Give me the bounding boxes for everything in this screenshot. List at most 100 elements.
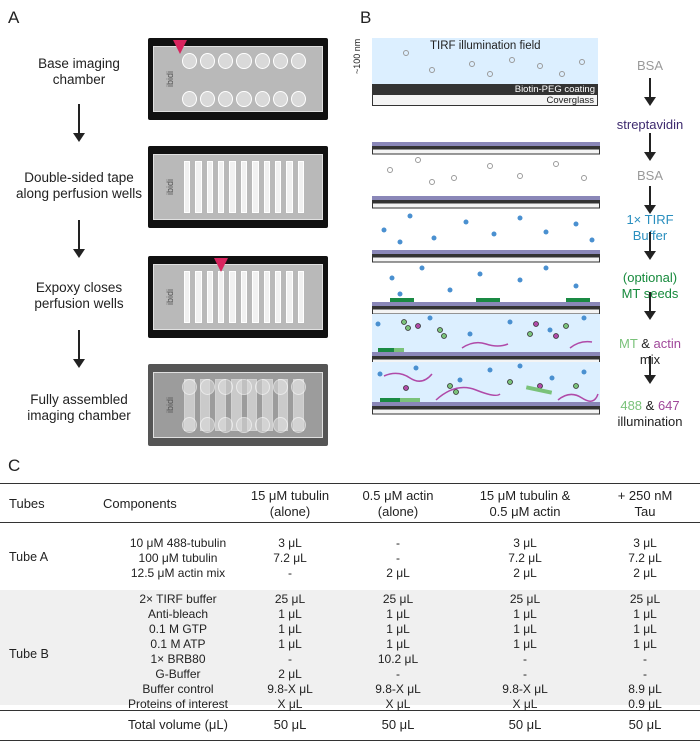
buffer-molecule bbox=[581, 315, 587, 321]
microtubule bbox=[525, 385, 553, 395]
arrow-down-icon bbox=[644, 133, 656, 161]
table-cell: 25 μL bbox=[382, 592, 414, 606]
table-cell: 1 μL bbox=[513, 622, 537, 636]
table-cell: - bbox=[396, 667, 400, 681]
tube-b-shade bbox=[0, 590, 700, 705]
component-name: 0.1 M GTP bbox=[148, 622, 207, 636]
streptavidin-layer bbox=[372, 142, 600, 146]
buffer-molecule bbox=[477, 271, 483, 277]
streptavidin-layer bbox=[372, 302, 600, 306]
coating-layer bbox=[372, 306, 600, 309]
buffer-molecule bbox=[397, 291, 403, 297]
arrow-down-icon bbox=[644, 186, 656, 214]
table-cell: 1 μL bbox=[386, 637, 410, 651]
tubulin-dimer bbox=[441, 333, 447, 339]
table-cell: 2 μL bbox=[278, 667, 302, 681]
table-cell: - bbox=[288, 566, 292, 580]
coating-layer: Biotin-PEG coating bbox=[372, 84, 598, 95]
table-total-rule bbox=[0, 710, 700, 711]
buffer-molecule bbox=[407, 213, 413, 219]
buffer-molecule bbox=[467, 331, 473, 337]
arrow-down-icon bbox=[644, 356, 656, 384]
table-cell: 7.2 μL bbox=[628, 551, 662, 565]
buffer-molecule bbox=[457, 377, 463, 383]
bsa-molecule bbox=[429, 179, 435, 185]
buffer-molecule bbox=[573, 221, 579, 227]
component-name: Buffer control bbox=[142, 682, 214, 696]
tubulin-dimer bbox=[453, 389, 459, 395]
component-name: Anti-bleach bbox=[147, 607, 209, 621]
table-cell: 25 μL bbox=[509, 592, 541, 606]
buffer-molecule bbox=[517, 363, 523, 369]
tubulin-dimer bbox=[563, 323, 569, 329]
table-cell: 10.2 μL bbox=[377, 652, 419, 666]
table-cell: 8.9 μL bbox=[628, 682, 662, 696]
component-name: 100 μM tubulin bbox=[138, 551, 218, 565]
buffer-molecule bbox=[491, 231, 497, 237]
buffer-molecule bbox=[543, 265, 549, 271]
panel-c-letter: C bbox=[8, 456, 21, 475]
table-cell: 1 μL bbox=[278, 607, 302, 621]
component-name: 12.5 μM actin mix bbox=[130, 566, 226, 580]
bsa-molecule bbox=[451, 175, 457, 181]
buffer-molecule bbox=[389, 275, 395, 281]
header-components: Components bbox=[103, 496, 177, 511]
arrow-down-icon bbox=[73, 104, 85, 142]
table-cell: 3 μL bbox=[513, 536, 537, 550]
buffer-molecule bbox=[507, 319, 513, 325]
streptavidin-layer bbox=[372, 250, 600, 254]
header-tubes: Tubes bbox=[9, 496, 45, 511]
arrow-down-icon bbox=[644, 292, 656, 320]
panel-a-letter: A bbox=[8, 8, 20, 27]
coating-layer bbox=[372, 356, 600, 359]
buffer-molecule bbox=[381, 227, 387, 233]
buffer-molecule bbox=[573, 283, 579, 289]
mt-seed bbox=[380, 398, 400, 402]
actin-monomer bbox=[553, 333, 559, 339]
actin-filament bbox=[435, 386, 501, 401]
table-cell: 2 μL bbox=[633, 566, 657, 580]
buffer-molecule bbox=[431, 235, 437, 241]
coverglass-layer bbox=[372, 408, 600, 415]
buffer-molecule bbox=[581, 369, 587, 375]
table-cell: X μL bbox=[277, 697, 303, 711]
table-cell: 50 μL bbox=[273, 717, 307, 732]
table-cell: 1 μL bbox=[633, 622, 657, 636]
arrow-marker-icon bbox=[173, 40, 187, 54]
bsa-circles bbox=[403, 50, 585, 77]
arrow-down-icon bbox=[644, 232, 656, 260]
table-header-rule bbox=[0, 522, 700, 523]
table-cell: X μL bbox=[512, 697, 538, 711]
bsa-molecule bbox=[387, 167, 393, 173]
bsa-molecule bbox=[415, 157, 421, 163]
microtubule bbox=[400, 398, 420, 402]
tube-a-label: Tube A bbox=[9, 550, 49, 564]
streptavidin-layer bbox=[372, 196, 600, 200]
table-cell: 50 μL bbox=[628, 717, 662, 732]
tubulin-dimer bbox=[507, 379, 513, 385]
assay-step-label: BSA bbox=[636, 58, 663, 73]
coverglass-layer: Coverglass bbox=[372, 95, 598, 106]
actin-filament bbox=[461, 341, 509, 349]
mt-seed bbox=[390, 298, 414, 302]
table-cell: 1 μL bbox=[633, 607, 657, 621]
table-cell: - bbox=[643, 667, 647, 681]
buffer-molecule bbox=[447, 287, 453, 293]
streptavidin-layer bbox=[372, 352, 600, 356]
table-top-rule bbox=[0, 483, 700, 484]
component-name: G-Buffer bbox=[155, 667, 201, 681]
coating-layer bbox=[372, 406, 600, 409]
component-name: Proteins of interest bbox=[127, 697, 229, 711]
mt-seed bbox=[566, 298, 590, 302]
table-cell: X μL bbox=[385, 697, 411, 711]
bsa-molecule bbox=[517, 173, 523, 179]
table-cell: 7.2 μL bbox=[273, 551, 307, 565]
arrow-down-icon bbox=[73, 220, 85, 258]
tubulin-dimer bbox=[447, 383, 453, 389]
table-cell: 7.2 μL bbox=[508, 551, 542, 565]
table-cell: - bbox=[396, 551, 400, 565]
buffer-molecule bbox=[589, 237, 595, 243]
